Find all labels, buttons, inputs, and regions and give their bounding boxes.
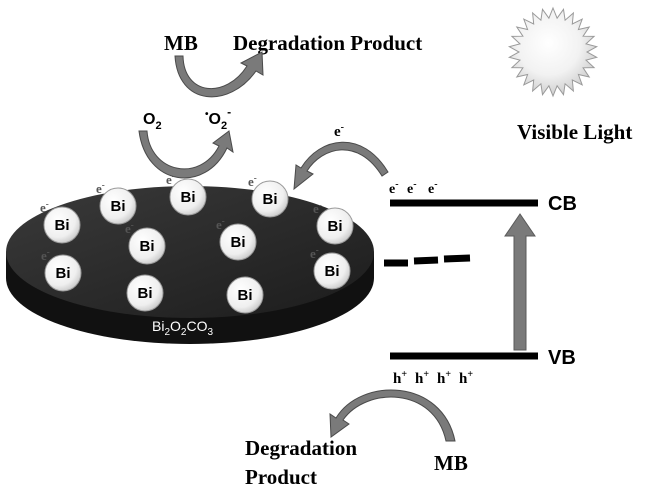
top-mb-label: MB (164, 31, 198, 55)
bi-label: Bi (56, 265, 71, 282)
bi-particle-circle (313, 252, 351, 290)
cb-electron: e- (389, 179, 399, 197)
bi-particle: Bi (126, 274, 164, 312)
bi-particle: Bi (226, 276, 264, 314)
bi-particle: Bi e- (41, 247, 82, 292)
cb-electron: e- (428, 179, 438, 197)
sun-icon (507, 6, 599, 98)
bi-label: Bi (328, 218, 343, 235)
intermediate-level-dash-3 (443, 254, 471, 263)
bottom-mb-label: MB (434, 451, 468, 475)
bi-particle: Bi e- (313, 200, 354, 245)
vb-hole: h+ (415, 369, 429, 387)
oxygen-label: O2 (143, 111, 162, 132)
bi-label: Bi (231, 234, 246, 251)
disk-top (6, 186, 374, 318)
bi-electron-label: e- (166, 171, 175, 187)
excitation-arrow (504, 213, 536, 351)
visible-light-label: Visible Light (517, 120, 632, 144)
bi-electron-label: e- (41, 247, 50, 263)
bi-particle-circle (226, 276, 264, 314)
bi-particle-circle (126, 274, 164, 312)
oxygen-to-radical-arrow (138, 130, 234, 179)
vb-hole: h+ (459, 369, 473, 387)
bi-particle-circle (169, 178, 207, 216)
bi-label: Bi (181, 189, 196, 206)
bi-particle: Bi e- (96, 180, 137, 225)
bi-particle: Bi e- (40, 199, 81, 244)
bottom-product-label: Product (245, 465, 317, 489)
bi-label: Bi (238, 287, 253, 304)
bi-particle: Bi e- (248, 173, 289, 218)
vb-hole: h+ (393, 369, 407, 387)
vb-hole: h+ (437, 369, 451, 387)
bi-label: Bi (138, 285, 153, 302)
bi-electron-label: e- (40, 199, 49, 215)
cb-electron: e- (407, 179, 417, 197)
vb-label: VB (548, 347, 576, 369)
bi-electron-label: e- (125, 220, 134, 236)
bi-particle: Bi e- (310, 245, 351, 290)
cb-label: CB (548, 193, 577, 215)
bi-label: Bi (140, 238, 155, 255)
bi-label: Bi (263, 191, 278, 208)
bi-particle-circle (316, 207, 354, 245)
bi-label: Bi (111, 198, 126, 215)
bi-particle-circle (219, 223, 257, 261)
bi-electron-label: e- (310, 245, 319, 261)
bi-particle: Bi e- (166, 171, 207, 216)
bi-label: Bi (55, 217, 70, 234)
bi-electron-label: e- (216, 216, 225, 232)
cb-to-bi-electron-arrow (293, 141, 389, 191)
bi-particle-circle (251, 180, 289, 218)
bi-electron-label: e- (96, 180, 105, 196)
top-degradation-product-label: Degradation Product (233, 31, 422, 55)
bi-particle: Bi e- (125, 220, 166, 265)
superoxide-radical-label: •O2- (205, 105, 231, 132)
bottom-mb-to-product-arrow (329, 389, 456, 442)
bi-particle-circle (128, 227, 166, 265)
bi-electron-label: e- (248, 173, 257, 189)
mb-to-product-arrow (174, 51, 264, 98)
transfer-electron-label: e- (334, 122, 344, 140)
bi-particle-circle (99, 187, 137, 225)
bi-label: Bi (325, 263, 340, 280)
disk-formula-label: Bi2O2CO3 (152, 318, 213, 338)
bi-electron-label: e- (313, 200, 322, 216)
bi2o2co3-disk (6, 186, 374, 344)
bi-particle: Bi e- (216, 216, 257, 261)
bi-particle-circle (43, 206, 81, 244)
intermediate-level-dash-2 (413, 256, 439, 265)
bi-particle-circle (44, 254, 82, 292)
bottom-degradation-label: Degradation (245, 436, 357, 460)
